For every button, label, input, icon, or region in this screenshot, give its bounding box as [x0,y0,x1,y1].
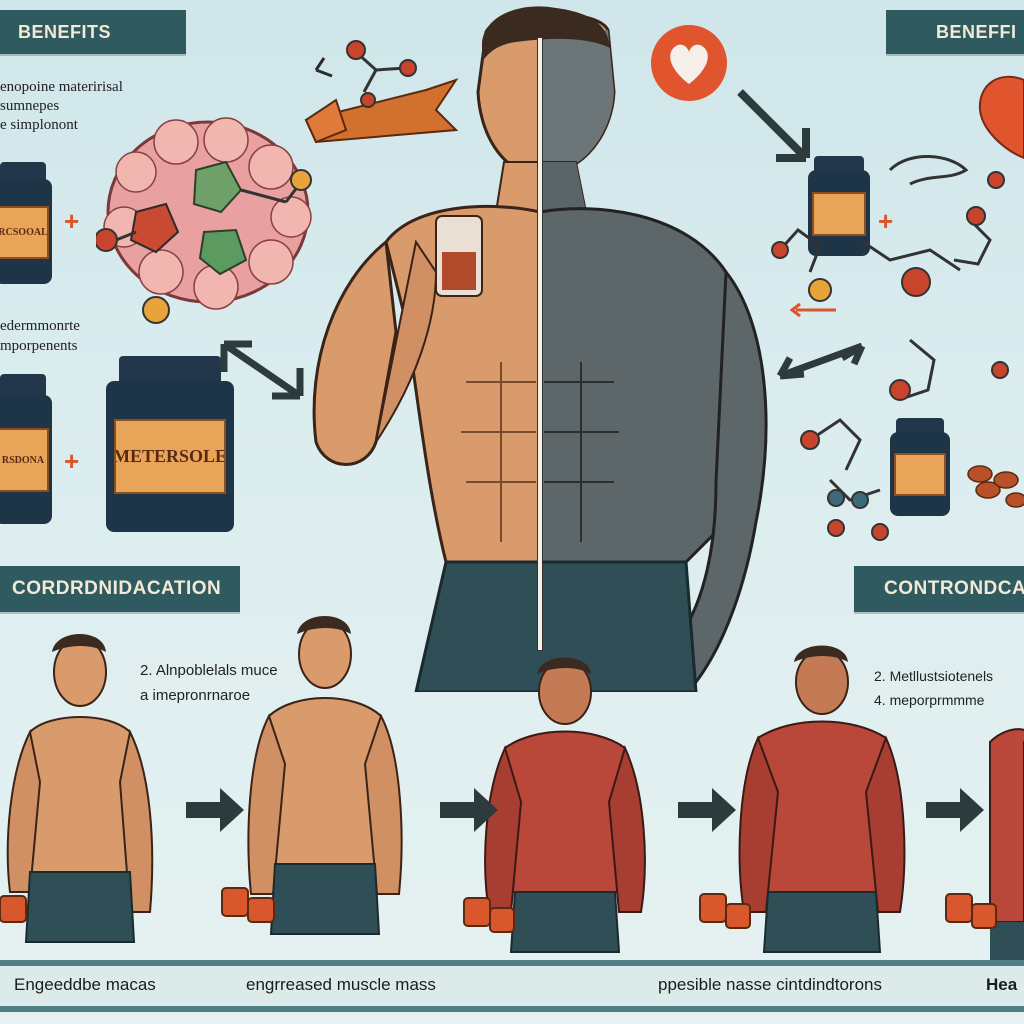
bottle-label-blank [893,453,947,497]
contraindication-banner-left: CORDRDNIDACATION [0,566,240,612]
bottle-label: RCSOOAL [0,205,49,259]
supplement-bottle-icon: METERSOLE [106,356,234,532]
benefits-banner-right-text: BENEFFI [936,21,1017,42]
central-athlete-figure [312,6,768,692]
left-note-line: e simplonont [0,117,78,133]
left-notes-mid: edermmonrte mporpenents [0,316,80,356]
left-note-line: enopoine materirisal [0,79,123,95]
contraindication-banner-right-text: CONTRONDCAV [884,578,1024,599]
heart-icon [651,25,727,101]
bottom-label-panel [0,966,1024,1006]
mid-note-line: 2. Metllustsiotenels [874,668,994,684]
mid-note-line: 4. meporprmmme [874,692,985,708]
molecule-cluster-icon [96,117,312,324]
double-arrow-icon [220,340,304,400]
heart-organ-icon [978,75,1024,160]
benefits-banner-left: BENEFITS [0,10,186,54]
progression-figures [0,616,1024,960]
benefits-banner-left-text: BENEFITS [18,21,112,42]
plus-icon: + [64,446,80,476]
bottle-label: RSDONA [0,428,49,492]
bottle-label-blank [811,192,867,236]
mid-notes-left: 2. Alnpoblelals muce a imepronrnaroe [140,658,278,708]
before-after-divider [538,38,542,650]
dumbbell-icon [0,887,997,933]
right-arrow-icon [186,788,984,832]
mid-notes-right: 2. Metllustsiotenels 4. meporprmmme [874,664,993,712]
mid-note-line: a imepronrnaroe [140,687,251,704]
contraindication-banner-left-text: CORDRDNIDACATION [12,578,222,599]
bottom-label-2: engrreased muscle mass [246,975,436,994]
supplement-bottle-icon: RSDONA [0,374,52,524]
molecule-network-icon [771,155,1024,541]
right-arrow-icon [737,89,810,162]
left-notes-top: enopoine materirisal sumnepes e simplono… [0,78,123,135]
left-note-line: edermmonrte [0,318,80,334]
benefits-banner-right: BENEFFI [886,10,1024,54]
athlete-figure-5 [989,728,1024,960]
double-arrow-icon [776,342,866,380]
athlete-figure-1 [6,634,154,943]
athlete-figure-2 [247,616,403,935]
left-note-line: mporpenents [0,338,78,354]
left-note-line: sumnepes [0,98,60,114]
bottom-label-3: ppesible nasse cintdindtorons [658,975,882,994]
supplement-bottle-icon [890,418,950,516]
athlete-figure-4 [738,645,906,953]
molecule-icon [304,40,459,144]
contraindication-banner-right: CONTRONDCAV [854,566,1024,612]
bottle-label-big: METERSOLE [113,419,227,494]
plus-icon: + [878,206,894,236]
mid-note-line: 2. Alnpoblelals muce [140,662,278,679]
athlete-figure-3 [484,657,646,953]
supplement-bottle-icon: RCSOOAL [0,162,52,284]
supplement-bottle-icon [808,156,870,256]
bottom-label-1: Engeeddbe macas [14,975,156,994]
plus-icon: + [64,206,80,236]
bottom-label-4: Hea [986,975,1018,994]
